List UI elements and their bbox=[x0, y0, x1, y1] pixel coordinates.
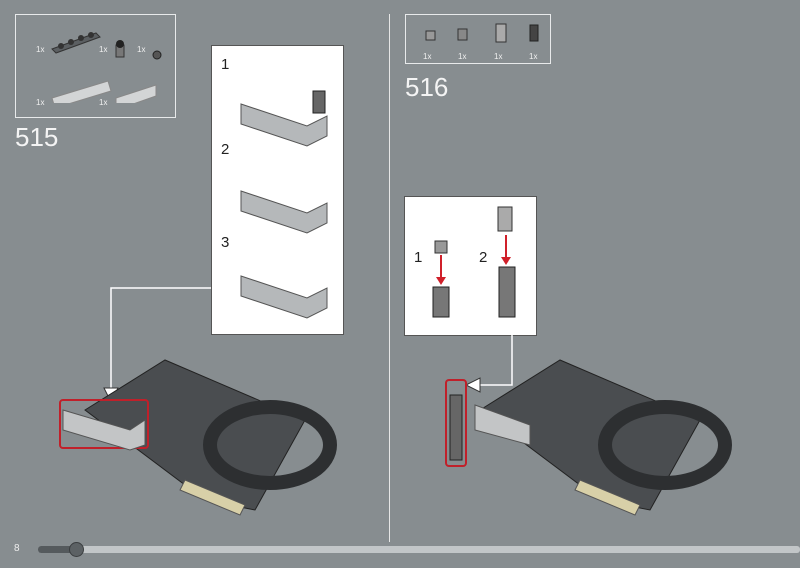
part-qty: 1x bbox=[423, 52, 432, 61]
step-number: 516 bbox=[405, 72, 449, 102]
progress-track bbox=[38, 546, 800, 553]
brick-illustrations bbox=[432, 206, 516, 318]
parts-list-515: 1x 1x 1x 1x 1x bbox=[15, 14, 176, 118]
substep-number: 1 bbox=[221, 56, 230, 73]
part-qty: 1x bbox=[36, 98, 45, 107]
step-number: 515 bbox=[15, 122, 59, 152]
part-qty: 1x bbox=[529, 52, 538, 61]
part-qty: 1x bbox=[494, 52, 503, 61]
subassembly-callout-516: 1 2 bbox=[404, 196, 537, 336]
parts-images bbox=[425, 23, 539, 43]
column-divider bbox=[389, 14, 390, 542]
substep-number: 2 bbox=[479, 249, 488, 266]
model-illustration-516 bbox=[445, 359, 732, 516]
model-illustration-515 bbox=[59, 359, 337, 516]
brick-illustrations bbox=[240, 90, 328, 319]
part-qty: 1x bbox=[137, 45, 146, 54]
callout-pointer bbox=[464, 332, 513, 393]
subassembly-callout-515: 1 2 3 bbox=[211, 45, 344, 335]
page-number: 8 bbox=[14, 543, 20, 554]
part-qty: 1x bbox=[99, 45, 108, 54]
progress-fill bbox=[38, 546, 77, 553]
substep-number: 3 bbox=[221, 234, 230, 251]
parts-list-516: 1x 1x 1x 1x bbox=[405, 14, 551, 64]
progress-knob bbox=[69, 542, 85, 557]
substep-number: 2 bbox=[221, 141, 230, 158]
part-qty: 1x bbox=[99, 98, 108, 107]
parts-images bbox=[51, 32, 162, 103]
substep-number: 1 bbox=[414, 249, 423, 266]
part-qty: 1x bbox=[36, 45, 45, 54]
part-qty: 1x bbox=[458, 52, 467, 61]
